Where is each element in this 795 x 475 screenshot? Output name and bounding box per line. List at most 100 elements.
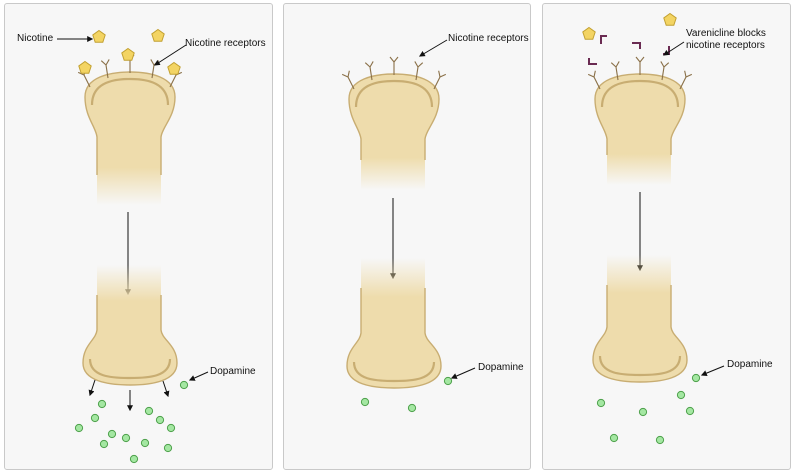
varenicline-molecule	[600, 35, 607, 44]
receptor-stalk	[679, 76, 687, 90]
receptor-arm	[105, 59, 110, 66]
dopamine-pointer	[700, 365, 725, 376]
nicotine-label: Nicotine	[17, 33, 54, 44]
dopamine-pointer	[450, 367, 476, 379]
receptors-pointer	[153, 44, 187, 66]
dopamine-molecule	[163, 443, 173, 453]
receptor-arm	[660, 61, 665, 68]
receptor-arm	[100, 60, 107, 66]
dopamine-molecule	[360, 397, 370, 407]
receptor-arm	[393, 56, 399, 63]
dopamine-molecule	[155, 415, 165, 425]
dopamine-molecule	[121, 433, 131, 443]
dopamine-molecule	[443, 376, 453, 386]
varenicline-molecule	[588, 58, 597, 65]
nicotine-molecule	[121, 47, 135, 61]
receptor-stalk	[415, 66, 419, 81]
membrane-inner	[600, 79, 680, 108]
dopamine-molecule	[107, 429, 117, 439]
release-arrow	[88, 379, 96, 397]
dopamine-molecule	[596, 398, 606, 408]
dopamine-molecule	[685, 406, 695, 416]
dopamine-molecule	[638, 407, 648, 417]
receptor-stalk	[661, 66, 665, 81]
dopamine-molecule	[74, 423, 84, 433]
receptor-arm	[414, 61, 419, 68]
dopamine-molecule	[691, 373, 701, 383]
dopamine-label: Dopamine	[727, 359, 773, 370]
terminal-membrane	[352, 361, 436, 383]
dopamine-label: Dopamine	[478, 362, 524, 373]
membrane-inner	[90, 77, 170, 106]
dopamine-molecule	[166, 423, 176, 433]
receptor-stalk	[151, 64, 155, 79]
varenicline-molecule	[632, 42, 641, 49]
presynaptic-neuron-top	[349, 74, 439, 190]
presynaptic-neuron-top	[85, 72, 175, 205]
receptor-arm	[587, 73, 595, 78]
nicotine-molecule	[663, 12, 677, 26]
receptor-stalk	[593, 76, 601, 90]
dopamine-molecule	[140, 438, 150, 448]
receptor-stalk	[347, 76, 355, 90]
receptor-arm	[417, 62, 424, 68]
dopamine-molecule	[99, 439, 109, 449]
membrane-inner	[354, 79, 434, 108]
receptor-stalk	[105, 64, 109, 79]
receptor-stalk	[369, 66, 373, 81]
receptor-stalk	[83, 74, 91, 88]
release-arrow	[162, 380, 170, 398]
receptor-arm	[364, 62, 371, 68]
receptor-stalk	[433, 76, 441, 90]
presynaptic-neuron-top	[595, 74, 685, 185]
nicotine-molecule	[92, 29, 106, 43]
terminal-outline	[592, 285, 688, 383]
dopamine-molecule	[97, 399, 107, 409]
dopamine-molecule	[90, 413, 100, 423]
receptor-arm	[593, 70, 596, 78]
receptor-stalk	[169, 74, 177, 88]
receptor-arm	[438, 70, 441, 78]
receptor-stalk	[615, 66, 619, 81]
varenicline-label-line1: Varenicline blocks	[686, 28, 766, 39]
receptor-arm	[341, 73, 349, 78]
dopamine-molecule	[407, 403, 417, 413]
axon-terminal	[83, 265, 177, 385]
receptor-arm	[389, 56, 395, 63]
receptor-arm	[663, 62, 670, 68]
dopamine-molecule	[144, 406, 154, 416]
receptor-arm	[610, 62, 617, 68]
terminal-outline	[82, 295, 178, 386]
receptor-arm	[615, 61, 620, 68]
terminal-membrane	[88, 358, 172, 380]
dopamine-molecule	[179, 380, 189, 390]
receptors-pointer	[662, 41, 685, 56]
nicotine-molecule	[582, 26, 596, 40]
terminal-membrane	[598, 355, 682, 377]
receptor-arm	[684, 70, 687, 78]
nicotine-molecule	[151, 28, 165, 42]
receptor-arm	[635, 56, 641, 63]
dopamine-molecule	[676, 390, 686, 400]
receptor-arm	[369, 61, 374, 68]
receptor-arm	[639, 56, 645, 63]
dopamine-molecule	[655, 435, 665, 445]
receptor-arm	[150, 59, 155, 66]
terminal-outline	[346, 288, 442, 389]
nicotine-molecule	[167, 61, 181, 75]
dopamine-label: Dopamine	[210, 366, 256, 377]
dopamine-molecule	[129, 454, 139, 464]
dopamine-molecule	[609, 433, 619, 443]
axon-terminal	[347, 258, 441, 388]
receptors-pointer	[418, 39, 448, 57]
axon-terminal	[593, 255, 687, 382]
receptor-arm	[439, 73, 447, 78]
dopamine-pointer	[188, 371, 209, 381]
nicotine-receptors-label: Nicotine receptors	[185, 38, 266, 49]
varenicline-label-line2: nicotine receptors	[686, 40, 765, 51]
receptor-arm	[347, 70, 350, 78]
nicotine-receptors-label: Nicotine receptors	[448, 33, 529, 44]
nicotine-molecule	[78, 60, 92, 74]
receptor-arm	[685, 73, 693, 78]
